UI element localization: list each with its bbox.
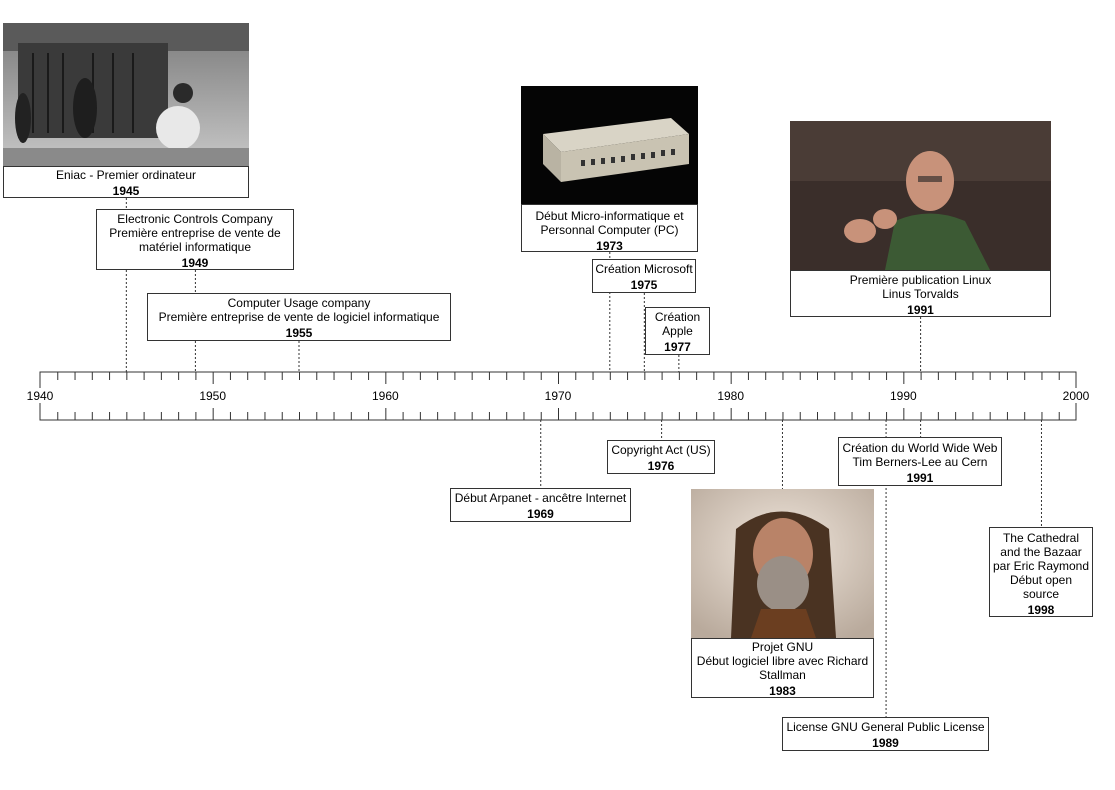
event-text: License GNU General Public License bbox=[786, 720, 985, 734]
event-text: Création Microsoft bbox=[595, 262, 693, 276]
event-year: 1975 bbox=[630, 278, 658, 292]
event-card-copyright: Copyright Act (US) 1976 bbox=[607, 440, 715, 474]
event-text: Electronic Controls Company Première ent… bbox=[109, 212, 281, 254]
event-card-linux: Première publication Linux Linus Torvald… bbox=[790, 270, 1051, 317]
axis-label: 1990 bbox=[890, 389, 917, 403]
axis-label-bg bbox=[1062, 388, 1090, 403]
event-card-micro: Début Micro-informatique et Personnal Co… bbox=[521, 204, 698, 253]
event-text: Création Apple bbox=[654, 310, 701, 338]
event-text: Première publication Linux Linus Torvald… bbox=[849, 273, 992, 301]
event-card-apple: Création Apple 1977 bbox=[645, 307, 710, 355]
event-year: 1949 bbox=[181, 256, 209, 270]
axis-label: 1980 bbox=[717, 389, 744, 403]
event-text: Eniac - Premier ordinateur bbox=[55, 168, 197, 182]
event-year: 1991 bbox=[907, 303, 934, 317]
event-year: 1977 bbox=[664, 340, 691, 354]
event-text: Création du World Wide Web Tim Berners-L… bbox=[842, 441, 998, 469]
axis-label: 1940 bbox=[27, 389, 54, 403]
event-text: Copyright Act (US) bbox=[611, 443, 711, 457]
micro-computer-photo bbox=[521, 86, 698, 204]
event-year: 1973 bbox=[596, 239, 623, 253]
axis-label: 2000 bbox=[1063, 389, 1090, 403]
event-card-gpl: License GNU General Public License 1989 bbox=[782, 717, 989, 751]
event-year: 1969 bbox=[527, 507, 554, 521]
event-card-gnu: Projet GNU Début logiciel libre avec Ric… bbox=[691, 638, 874, 698]
axis-label: 1960 bbox=[372, 389, 399, 403]
event-year: 1976 bbox=[647, 459, 675, 473]
axis-label-bg bbox=[26, 388, 54, 403]
event-year: 1998 bbox=[1027, 603, 1055, 617]
richard-stallman-photo bbox=[691, 489, 874, 638]
eniac-photo bbox=[3, 23, 249, 166]
event-year: 1989 bbox=[872, 736, 899, 750]
event-card-microsoft: Création Microsoft 1975 bbox=[592, 259, 696, 293]
axis-label: 1970 bbox=[545, 389, 572, 403]
event-card-cuc: Computer Usage company Première entrepri… bbox=[147, 293, 451, 341]
event-year: 1945 bbox=[112, 184, 140, 198]
event-text: The Cathedral and the Bazaar par Eric Ra… bbox=[992, 531, 1090, 601]
event-card-eniac: Eniac - Premier ordinateur 1945 bbox=[3, 166, 249, 198]
event-text: Début Micro-informatique et Personnal Co… bbox=[535, 209, 684, 237]
event-card-cathedral: The Cathedral and the Bazaar par Eric Ra… bbox=[989, 527, 1093, 617]
event-card-arpanet: Début Arpanet - ancêtre Internet 1969 bbox=[450, 488, 631, 522]
event-text: Début Arpanet - ancêtre Internet bbox=[454, 491, 627, 505]
event-card-ecc: Electronic Controls Company Première ent… bbox=[96, 209, 294, 270]
event-text: Projet GNU Début logiciel libre avec Ric… bbox=[696, 640, 869, 682]
event-year: 1991 bbox=[906, 471, 934, 485]
event-text: Computer Usage company Première entrepri… bbox=[158, 296, 440, 324]
event-year: 1983 bbox=[769, 684, 796, 698]
linus-torvalds-photo bbox=[790, 121, 1051, 270]
axis-label: 1950 bbox=[199, 389, 226, 403]
event-card-www: Création du World Wide Web Tim Berners-L… bbox=[838, 437, 1002, 486]
event-year: 1955 bbox=[285, 326, 313, 340]
